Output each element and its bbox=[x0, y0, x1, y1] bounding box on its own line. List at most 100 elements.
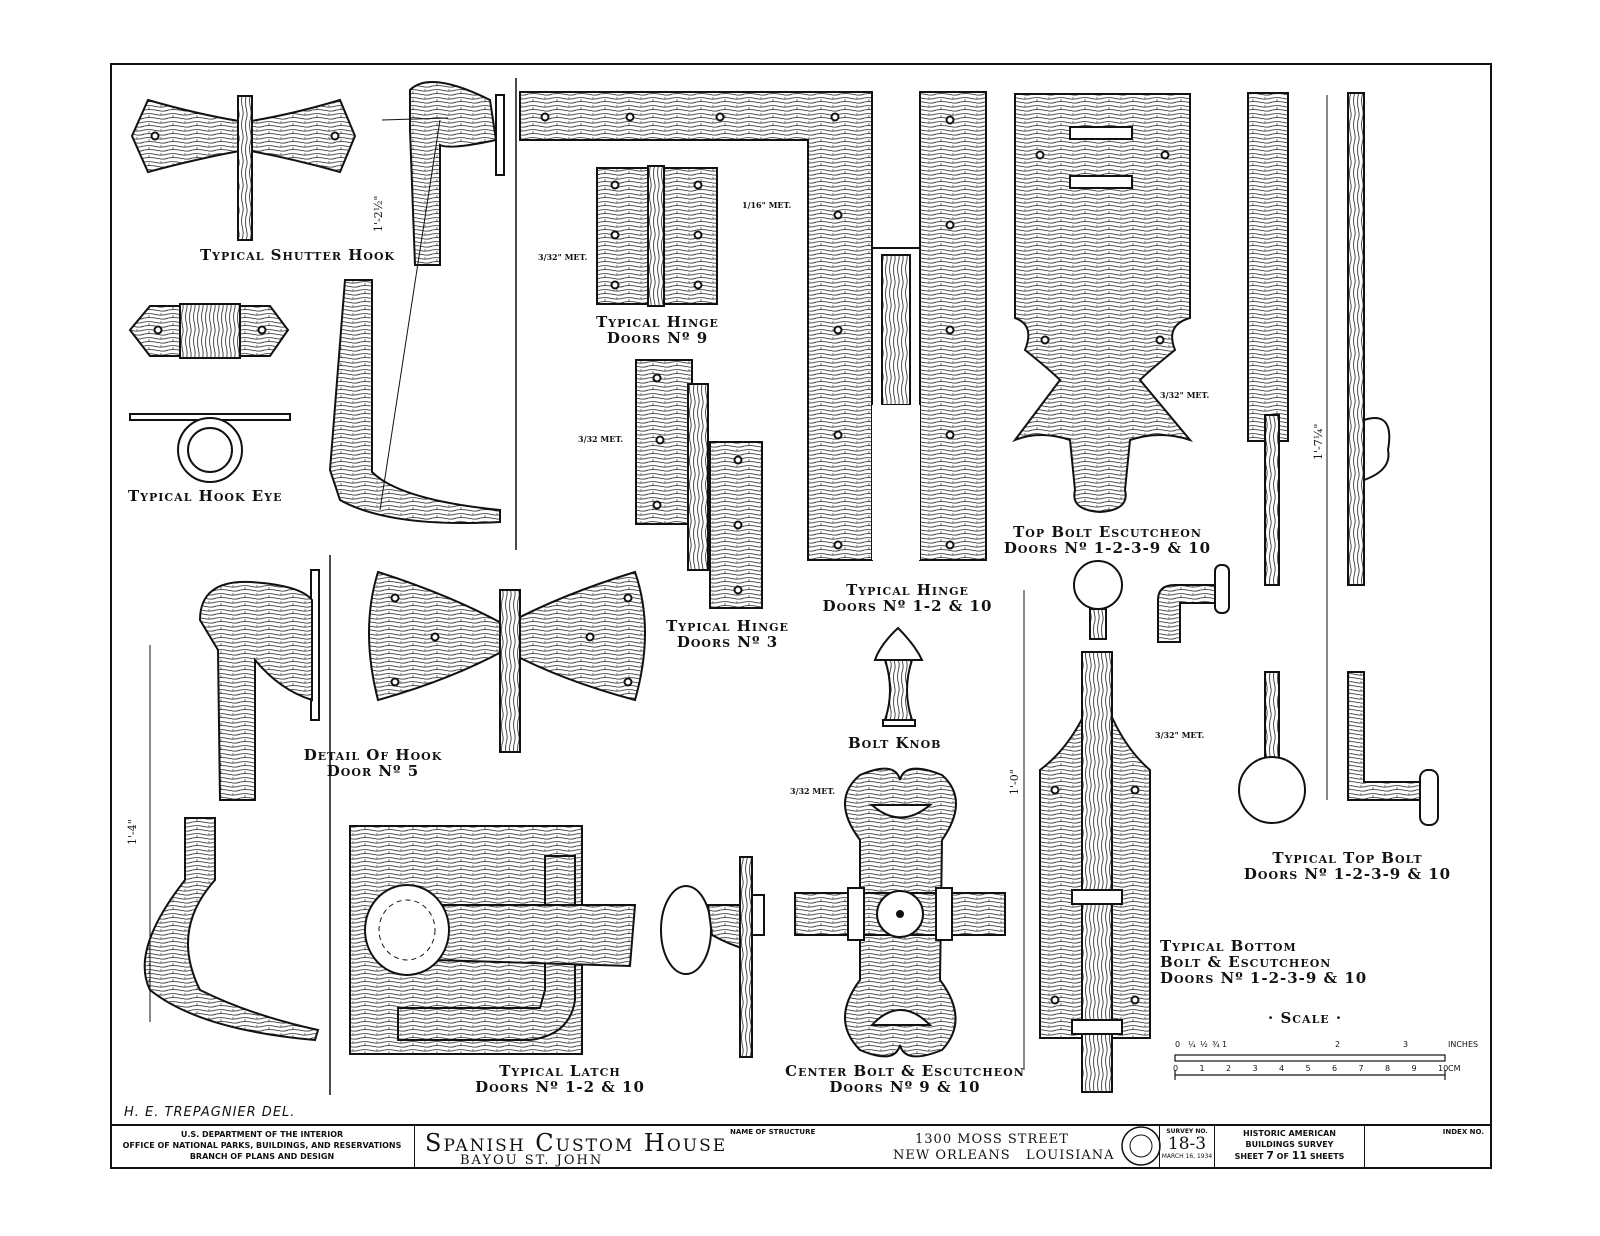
label-top-esc-line2: Doors Nº 1-2-3-9 & 10 bbox=[1003, 539, 1212, 557]
note-3-32-met-d: 3/32 MET. bbox=[790, 786, 836, 796]
scale-inch-tick: 0 bbox=[1175, 1040, 1181, 1049]
scale-bar-drawing bbox=[1174, 1054, 1446, 1080]
scale-inch-tick: 3 bbox=[1403, 1040, 1409, 1049]
habs-line-2: BUILDINGS SURVEY bbox=[1245, 1140, 1334, 1149]
index-no-caption: INDEX NO. bbox=[1442, 1128, 1484, 1136]
habs-line-1: HISTORIC AMERICAN bbox=[1243, 1129, 1336, 1138]
bottom-bolt-escutcheon-drawing bbox=[1023, 590, 1151, 1093]
scale-cm-tick: 7 bbox=[1358, 1064, 1364, 1073]
hinge-doors-3-drawing bbox=[635, 359, 763, 609]
label-latch-line2: Doors Nº 1-2 & 10 bbox=[475, 1078, 645, 1096]
label-hinge-doors-9: Typical Hinge Doors Nº 9 bbox=[595, 314, 720, 346]
label-hook-door-5: Detail Of Hook Door Nº 5 bbox=[288, 747, 458, 779]
of-word: OF bbox=[1276, 1152, 1289, 1161]
survey-no: 18-3 bbox=[1167, 1134, 1207, 1154]
drawing-sheet-border bbox=[110, 63, 1492, 1169]
label-top-bolt-escutcheon: Top Bolt Escutcheon Doors Nº 1-2-3-9 & 1… bbox=[995, 524, 1220, 556]
note-3-32-met-b: 3/32 MET. bbox=[578, 434, 624, 444]
title-block-survey: SURVEY NO. 18-3 MARCH 16, 1934 bbox=[1160, 1126, 1215, 1169]
label-bottom-bolt-line2: Bolt & Escutcheon bbox=[1160, 953, 1332, 971]
dim-bottom-bolt: 1'-0" bbox=[1008, 769, 1021, 795]
label-hook5-line2: Door Nº 5 bbox=[326, 762, 420, 780]
center-bolt-escutcheon-drawing bbox=[794, 767, 1006, 1058]
structure-name: Spanish Custom House bbox=[425, 1129, 728, 1157]
label-bottom-bolt-line3: Doors Nº 1-2-3-9 & 10 bbox=[1160, 969, 1368, 987]
label-latch: Typical Latch Doors Nº 1-2 & 10 bbox=[470, 1063, 650, 1095]
label-hook-eye: Typical Hook Eye bbox=[128, 487, 283, 505]
scale-inch-tick: 1 bbox=[1222, 1040, 1228, 1049]
label-hinge-1210-line2: Doors Nº 1-2 & 10 bbox=[822, 597, 993, 615]
label-top-esc-line1: Top Bolt Escutcheon bbox=[1013, 523, 1202, 541]
scale-cm-tick: 3 bbox=[1252, 1064, 1258, 1073]
label-center-bolt-line1: Center Bolt & Escutcheon bbox=[785, 1062, 1025, 1080]
label-latch-line1: Typical Latch bbox=[499, 1062, 621, 1080]
top-bolt-drawing bbox=[1238, 92, 1439, 826]
sheet-count: SHEET 7 OF 11 SHEETS bbox=[1215, 1150, 1364, 1162]
scale-cm-tick: 0 bbox=[1173, 1064, 1179, 1073]
note-3-32-met-e: 3/32" MET. bbox=[1155, 730, 1205, 740]
shutter-hook-plate-drawing bbox=[130, 95, 357, 241]
sheet-total: 11 bbox=[1291, 1149, 1308, 1162]
label-hinge-3-line1: Typical Hinge bbox=[666, 617, 789, 635]
hook-eye-drawing bbox=[128, 303, 291, 483]
title-block-index: INDEX NO. bbox=[1365, 1126, 1490, 1169]
latch-side-drawing bbox=[660, 856, 765, 1058]
label-scale: · Scale · bbox=[1268, 1009, 1343, 1027]
scale-inch-tick: ½ bbox=[1200, 1040, 1208, 1049]
scale-cm-tick: 9 bbox=[1411, 1064, 1417, 1073]
title-block-agency: U.S. DEPARTMENT OF THE INTERIOR OFFICE O… bbox=[110, 1126, 415, 1169]
label-hinge-9-line2: Doors Nº 9 bbox=[606, 329, 709, 347]
label-shutter-hook: Typical Shutter Hook bbox=[200, 246, 396, 264]
name-of-structure-caption: NAME OF STRUCTURE bbox=[730, 1128, 816, 1136]
title-block-structure: NAME OF STRUCTURE Spanish Custom House B… bbox=[415, 1126, 1160, 1169]
bolt-ball-knob-drawing bbox=[1073, 560, 1230, 643]
hinge-doors-9-drawing bbox=[596, 165, 718, 307]
scale-cm-unit: CM bbox=[1448, 1064, 1461, 1073]
label-center-bolt: Center Bolt & Escutcheon Doors Nº 9 & 10 bbox=[780, 1063, 1030, 1095]
label-bottom-bolt: Typical Bottom Bolt & Escutcheon Doors N… bbox=[1160, 938, 1375, 986]
scale-cm-tick: 8 bbox=[1385, 1064, 1391, 1073]
title-block-habs: HISTORIC AMERICAN BUILDINGS SURVEY SHEET… bbox=[1215, 1126, 1365, 1169]
label-top-bolt-line2: Doors Nº 1-2-3-9 & 10 bbox=[1243, 865, 1452, 883]
label-bolt-knob: Bolt Knob bbox=[848, 734, 942, 752]
label-hinge-9-line1: Typical Hinge bbox=[596, 313, 719, 331]
note-1-16-met: 1/16" MET. bbox=[742, 200, 792, 210]
top-bolt-escutcheon-drawing bbox=[1012, 93, 1194, 514]
agency-line-2: OFFICE OF NATIONAL PARKS, BUILDINGS, AND… bbox=[122, 1141, 402, 1150]
label-top-bolt-line1: Typical Top Bolt bbox=[1272, 849, 1423, 867]
scale-inch-tick: 2 bbox=[1335, 1040, 1341, 1049]
agency-line-3: BRANCH OF PLANS AND DESIGN bbox=[189, 1152, 335, 1161]
sheet-number: 7 bbox=[1266, 1149, 1274, 1162]
note-3-32-met-c: 3/32" MET. bbox=[1160, 390, 1210, 400]
scale-inches-unit: INCHES bbox=[1448, 1040, 1479, 1049]
shutter-hook-side-drawing bbox=[328, 81, 505, 525]
scale-cm-tick: 4 bbox=[1279, 1064, 1285, 1073]
structure-subtitle: BAYOU ST. JOHN bbox=[460, 1153, 604, 1168]
title-block: U.S. DEPARTMENT OF THE INTERIOR OFFICE O… bbox=[110, 1124, 1492, 1169]
label-center-bolt-line2: Doors Nº 9 & 10 bbox=[829, 1078, 981, 1096]
label-hinge-1210-line1: Typical Hinge bbox=[846, 581, 969, 599]
address-line-1: 1300 MOSS STREET bbox=[915, 1132, 1069, 1147]
hook-door-5-drawing bbox=[143, 569, 320, 1042]
label-hinge-doors-1-2-10: Typical Hinge Doors Nº 1-2 & 10 bbox=[820, 582, 995, 614]
latch-drawing bbox=[349, 825, 637, 1055]
label-hinge-doors-3: Typical Hinge Doors Nº 3 bbox=[660, 618, 795, 650]
note-3-32-met-a: 3/32" MET. bbox=[538, 252, 588, 262]
scale-cm-tick: 6 bbox=[1332, 1064, 1338, 1073]
label-hinge-3-line2: Doors Nº 3 bbox=[676, 633, 779, 651]
delineator-signature: H. E. TREPAGNIER DEL. bbox=[124, 1105, 296, 1120]
hinge-doors-1-2-10-drawing bbox=[519, 91, 987, 561]
scale-cm-tick: 5 bbox=[1305, 1064, 1311, 1073]
scale-cm-tick: 10 bbox=[1438, 1064, 1449, 1073]
sheet-word: SHEET bbox=[1234, 1152, 1264, 1161]
sheets-word: SHEETS bbox=[1309, 1152, 1345, 1161]
dim-hook-door-5: 1'-4" bbox=[126, 819, 139, 845]
label-top-bolt: Typical Top Bolt Doors Nº 1-2-3-9 & 10 bbox=[1235, 850, 1460, 882]
scale-cm-tick: 2 bbox=[1226, 1064, 1232, 1073]
bowtie-hinge-drawing bbox=[368, 570, 646, 753]
dim-top-bolt: 1'-7¼" bbox=[1312, 423, 1325, 460]
scale-cm-tick: 1 bbox=[1199, 1064, 1205, 1073]
scale-inch-tick: ¼ bbox=[1188, 1040, 1196, 1049]
label-bottom-bolt-line1: Typical Bottom bbox=[1160, 937, 1297, 955]
dim-shutter-hook: 1'-2½" bbox=[372, 195, 385, 232]
